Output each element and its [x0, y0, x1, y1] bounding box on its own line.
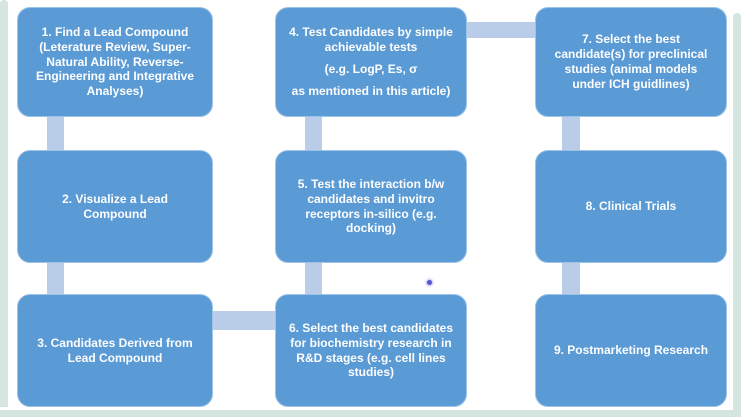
step-5-box: 5. Test the interaction b/w candidates a…: [275, 150, 467, 263]
step-2-label: 2. Visualize a Lead Compound: [62, 191, 168, 221]
connector-step5-step6: [305, 258, 322, 298]
connector-step3-step6: [208, 311, 280, 330]
step-3-box: 3. Candidates Derived from Lead Compound: [17, 294, 213, 407]
connector-step2-step3: [47, 258, 64, 298]
step-7-box: 7. Select the best candidate(s) for prec…: [535, 7, 727, 117]
step-8-label: 8. Clinical Trials: [585, 199, 677, 214]
step-6-label: 6. Select the best candidates for bioche…: [288, 320, 454, 380]
step-4-label-line-3: as mentioned in this article): [291, 83, 451, 98]
step-9-label: 9. Postmarketing Research: [553, 343, 709, 358]
connector-step7-step8: [562, 112, 580, 154]
connector-step8-step9: [562, 258, 580, 298]
step-7-label: 7. Select the best candidate(s) for prec…: [554, 32, 708, 91]
step-4-label-line-2: (e.g. LogP, Es, σ: [324, 62, 418, 76]
step-4-box: 4. Test Candidates by simple achievable …: [275, 7, 467, 117]
step-9-box: 9. Postmarketing Research: [535, 294, 727, 407]
step-8-box: 8. Clinical Trials: [535, 150, 727, 263]
frame-border-left: [0, 0, 8, 407]
step-2-box: 2. Visualize a Lead Compound: [17, 150, 213, 263]
step-6-box: 6. Select the best candidates for bioche…: [275, 294, 467, 407]
step-1-label: 1. Find a Lead Compound (Leterature Revi…: [35, 24, 195, 99]
connector-step4-step7: [462, 22, 540, 38]
connector-step4-step5: [305, 112, 322, 154]
step-5-label: 5. Test the interaction b/w candidates a…: [297, 176, 445, 236]
frame-border-bottom: [0, 410, 741, 417]
step-4-label-line-1: 4. Test Candidates by simple achievable …: [289, 25, 453, 55]
frame-border-right: [733, 13, 741, 417]
stray-ink-dot: [427, 280, 432, 285]
connector-step1-step2: [47, 112, 64, 154]
step-1-box: 1. Find a Lead Compound (Leterature Revi…: [17, 7, 213, 117]
step-3-label: 3. Candidates Derived from Lead Compound: [37, 335, 193, 365]
